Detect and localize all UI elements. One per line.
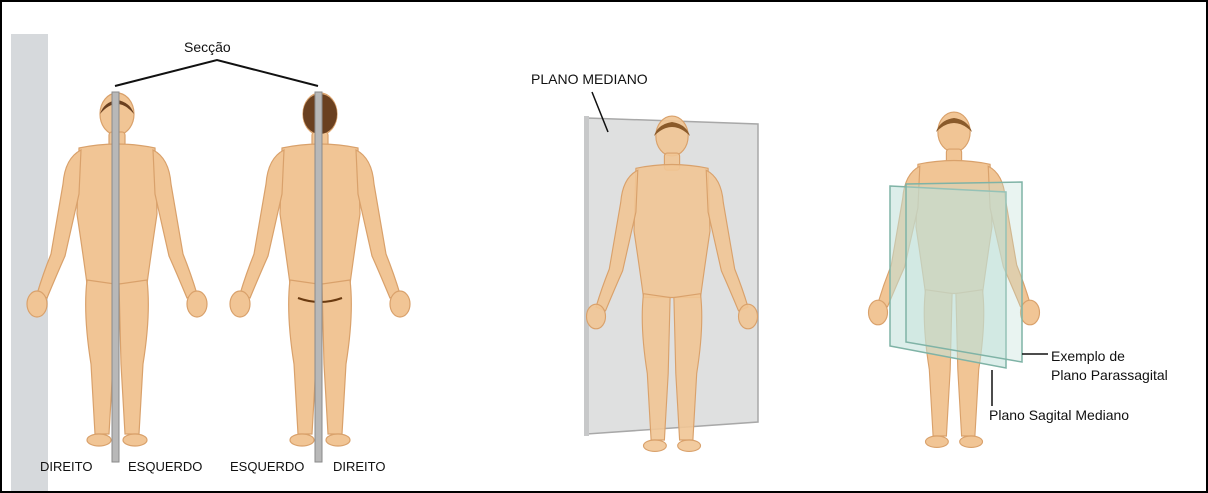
parasagittal-label-line2: Plano Parassagital [1051,368,1168,382]
front-right-label: DIREITO [40,460,93,473]
back-section-rod [315,92,322,462]
back-left-label: ESQUERDO [230,460,304,473]
front-section-rod [112,92,119,462]
section-label: Secção [184,40,231,54]
median-plane-label: PLANO MEDIANO [531,72,648,86]
parasagittal-label-line1: Exemplo de [1051,349,1125,363]
parasagittal-plane-sheet [906,182,1022,362]
front-left-label: ESQUERDO [128,460,202,473]
midsagittal-label: Plano Sagital Mediano [989,408,1129,422]
back-right-label: DIREITO [333,460,386,473]
median-plane-edge [584,116,589,436]
section-bracket [115,60,318,86]
